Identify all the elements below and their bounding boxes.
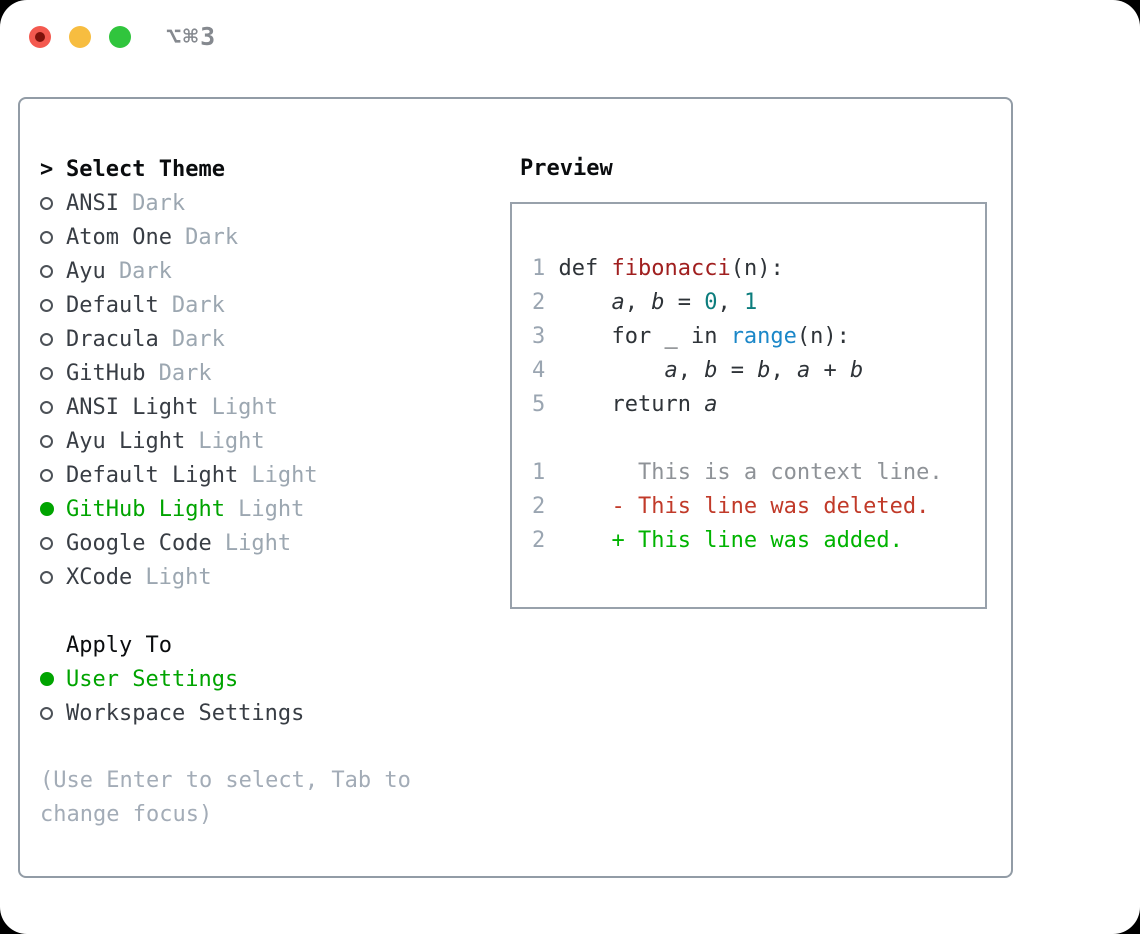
item-variant: Light <box>251 462 318 488</box>
item-label: User Settings <box>66 666 239 692</box>
select-theme-header: > Select Theme <box>40 152 480 186</box>
item-label: Dracula <box>66 326 159 352</box>
radio-icon <box>40 536 53 550</box>
item-label: Ayu Light <box>66 428 186 454</box>
theme-option[interactable]: Dracula Dark <box>40 322 480 356</box>
item-label: ANSI Light <box>66 394 199 420</box>
item-variant: Dark <box>132 190 186 216</box>
item-variant: Light <box>211 394 278 420</box>
code-line: 2 - This line was deleted. <box>532 494 930 519</box>
spacer <box>40 594 480 628</box>
select-theme-title: Select Theme <box>66 156 225 182</box>
zoom-button[interactable] <box>109 26 131 48</box>
item-variant: Light <box>145 564 212 590</box>
minimize-button[interactable] <box>69 26 91 48</box>
theme-option[interactable]: Default Dark <box>40 288 480 322</box>
theme-option[interactable]: Ayu Light Light <box>40 424 480 458</box>
code-line: 2 + This line was added. <box>532 528 903 553</box>
theme-option[interactable]: ANSI Dark <box>40 186 480 220</box>
radio-selected-icon <box>40 672 54 686</box>
item-label: Default Light <box>66 462 239 488</box>
preview-box: 1 def fibonacci(n): 2 a, b = 0, 1 3 for _ … <box>510 202 987 609</box>
code-line: 1 This is a context line. <box>532 460 943 485</box>
item-variant: Dark <box>118 258 172 284</box>
theme-option[interactable]: Ayu Dark <box>40 254 480 288</box>
cursor-prompt-icon: > <box>40 156 54 182</box>
titlebar: ⌥⌘3 <box>0 0 1140 74</box>
code-line: 3 for _ in range(n): <box>532 324 850 349</box>
code-line: 5 return a <box>532 392 718 417</box>
apply-to-header-row: Apply To <box>40 628 480 662</box>
theme-option[interactable]: Google Code Light <box>40 526 480 560</box>
code-line <box>532 422 985 456</box>
item-label: GitHub <box>66 360 146 386</box>
unsaved-indicator-icon <box>35 32 45 42</box>
item-label: Atom One <box>66 224 172 250</box>
item-variant: Dark <box>171 326 225 352</box>
radio-icon <box>40 230 53 244</box>
window-title: ⌥⌘3 <box>166 22 218 51</box>
item-variant: Light <box>238 496 305 522</box>
radio-icon <box>40 570 53 584</box>
theme-option[interactable]: XCode Light <box>40 560 480 594</box>
preview-title: Preview <box>520 156 613 181</box>
theme-option[interactable]: GitHub Light Light <box>40 492 480 526</box>
close-button[interactable] <box>29 26 51 48</box>
item-variant: Dark <box>185 224 239 250</box>
preview-pane: Preview 1 def fibonacci(n): 2 a, b = 0, 1… <box>502 152 989 609</box>
apply-to-option[interactable]: User Settings <box>40 662 480 696</box>
item-variant: Dark <box>158 360 212 386</box>
theme-option[interactable]: GitHub Dark <box>40 356 480 390</box>
code-line: 2 a, b = 0, 1 <box>532 290 758 315</box>
item-variant: Light <box>224 530 292 556</box>
item-variant: Dark <box>171 292 225 318</box>
apply-to-title: Apply To <box>66 632 172 658</box>
item-label: Default <box>66 292 159 318</box>
radio-icon <box>40 366 53 380</box>
theme-option[interactable]: Default Light Light <box>40 458 480 492</box>
item-label: Ayu <box>66 258 106 284</box>
code-preview: 1 def fibonacci(n): 2 a, b = 0, 1 3 for _ … <box>512 204 985 558</box>
radio-icon <box>40 400 53 414</box>
theme-option[interactable]: ANSI Light Light <box>40 390 480 424</box>
radio-selected-icon <box>40 502 54 516</box>
code-line: 4 a, b = b, a + b <box>532 358 864 383</box>
radio-icon <box>40 332 53 346</box>
item-label: XCode <box>66 564 133 590</box>
code-line: 1 def fibonacci(n): <box>532 256 784 281</box>
item-label: Google Code <box>66 530 212 556</box>
item-label: GitHub Light <box>66 496 225 522</box>
spacer <box>40 730 480 764</box>
apply-to-option[interactable]: Workspace Settings <box>40 696 480 730</box>
theme-option[interactable]: Atom One Dark <box>40 220 480 254</box>
item-variant: Light <box>198 428 265 454</box>
radio-icon <box>40 706 53 720</box>
item-label: ANSI <box>66 190 119 216</box>
radio-icon <box>40 264 53 278</box>
radio-icon <box>40 298 53 312</box>
radio-icon <box>40 196 53 210</box>
help-text: (Use Enter to select, Tab to change focu… <box>40 768 411 827</box>
item-label: Workspace Settings <box>66 700 305 726</box>
radio-icon <box>40 468 53 482</box>
radio-icon <box>40 434 53 448</box>
